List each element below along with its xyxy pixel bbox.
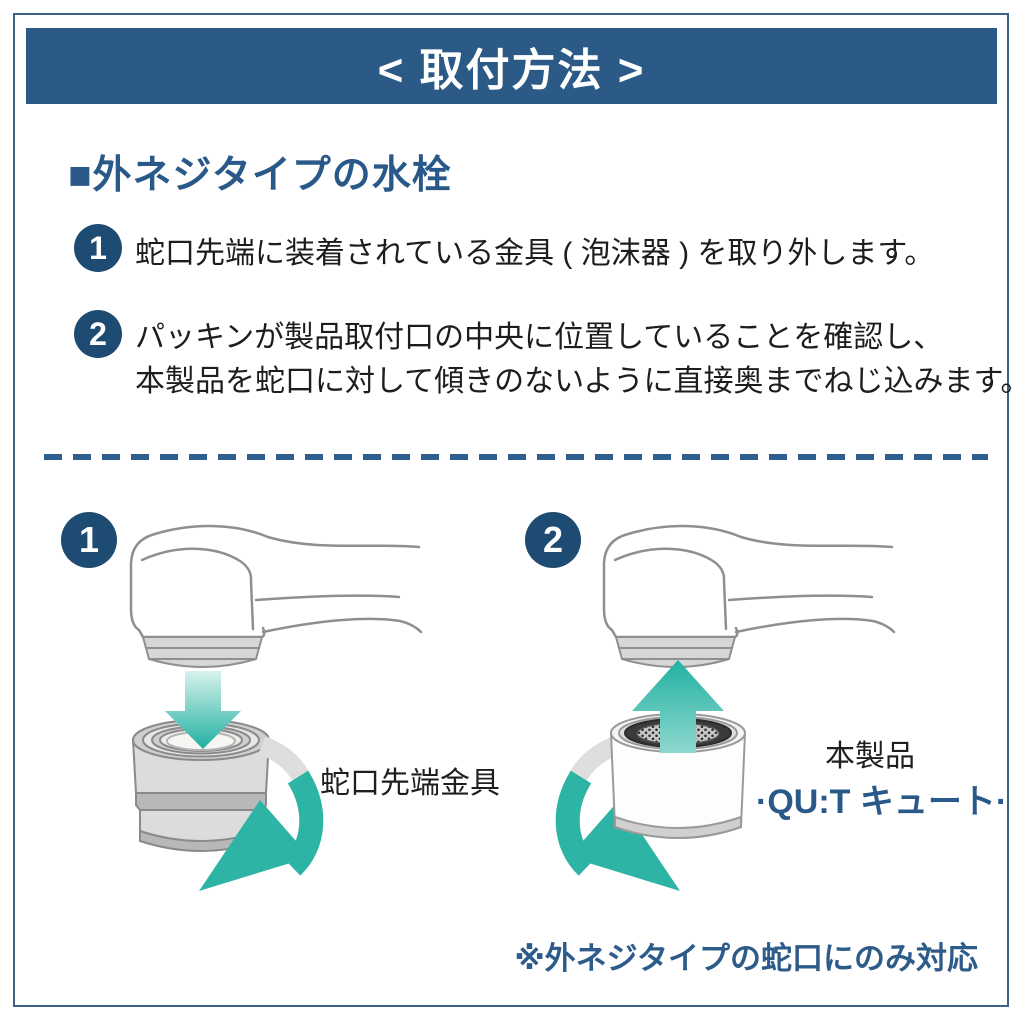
figure-area — [129, 524, 896, 891]
page-title: < 取付方法 > — [377, 46, 646, 95]
header-bar: < 取付方法 > — [26, 28, 997, 104]
compatibility-footnote: ※外ネジタイプの蛇口にのみ対応 — [514, 941, 978, 976]
up-arrow-icon — [632, 660, 724, 753]
rotate-arrow-icon-right — [555, 736, 680, 891]
product-illustration — [609, 713, 747, 839]
dashed-divider — [44, 454, 988, 460]
step-2-text-line1: パッキンが製品取付口の中央に位置していることを確認し、 — [135, 321, 944, 354]
step-2-number: 2 — [89, 315, 107, 352]
step-1-text: 蛇口先端に装着されている金具 ( 泡沫器 ) を取り外します。 — [135, 237, 935, 270]
figure-1-number: 1 — [78, 519, 100, 560]
figure-2-number: 2 — [542, 519, 564, 560]
down-arrow-icon — [165, 671, 241, 749]
step-2-text-line2: 本製品を蛇口に対して傾きのないように直接奥までねじ込みます。 — [135, 365, 1024, 398]
step-1-number: 1 — [89, 229, 107, 266]
faucet-illustration-2 — [602, 524, 896, 669]
fitting-caption: 蛇口先端金具 — [320, 767, 500, 800]
figure-2-number-badge: 2 — [525, 512, 581, 568]
product-caption-name: ·QU:T キュート· — [756, 783, 1008, 821]
step-1-number-badge: 1 — [74, 224, 122, 272]
figure-1-number-badge: 1 — [61, 512, 117, 568]
step-2-number-badge: 2 — [74, 310, 122, 358]
faucet-illustration-1 — [129, 524, 423, 669]
rotate-arrow-icon-left — [199, 736, 324, 891]
product-caption-title: 本製品 — [825, 740, 915, 773]
section-heading: ■外ネジタイプの水栓 — [68, 154, 452, 197]
